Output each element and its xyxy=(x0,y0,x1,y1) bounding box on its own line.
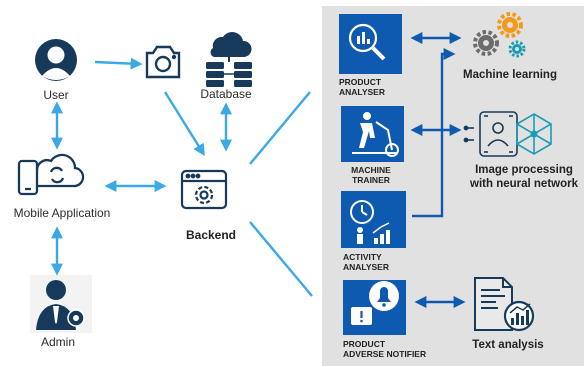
user-label: User xyxy=(43,88,69,102)
user-icon xyxy=(35,39,77,81)
machine-learning-label: Machine learning xyxy=(463,69,557,81)
mobile-application-label: Mobile Application xyxy=(13,206,111,220)
database-label: Database xyxy=(200,87,252,101)
arrow-user-camera xyxy=(94,57,143,70)
module-machine-trainer xyxy=(341,106,404,162)
neural-network-icon xyxy=(463,111,552,157)
backend-gear-icon xyxy=(180,169,228,210)
camera-icon xyxy=(145,45,181,79)
admin-label: Admin xyxy=(40,335,76,349)
arrow-activity-ml xyxy=(412,48,456,218)
module-adverse-notifier xyxy=(343,280,406,335)
module-activity-analyser xyxy=(341,191,406,248)
text-analysis-icon xyxy=(474,277,535,332)
gears-icon xyxy=(473,12,526,58)
module-arrows xyxy=(410,32,466,308)
connector-backend-lower xyxy=(249,221,313,297)
database-icon xyxy=(206,32,252,87)
connector-backend-upper xyxy=(249,91,311,165)
left-arrows xyxy=(51,57,313,297)
mobile-cloud-icon xyxy=(17,153,85,196)
arrow-camera-backend xyxy=(163,91,205,157)
admin-icon xyxy=(30,275,92,333)
text-analysis-label: Text analysis xyxy=(472,339,544,351)
module-product-analyser xyxy=(339,14,402,74)
backend-label: Backend xyxy=(185,228,237,242)
